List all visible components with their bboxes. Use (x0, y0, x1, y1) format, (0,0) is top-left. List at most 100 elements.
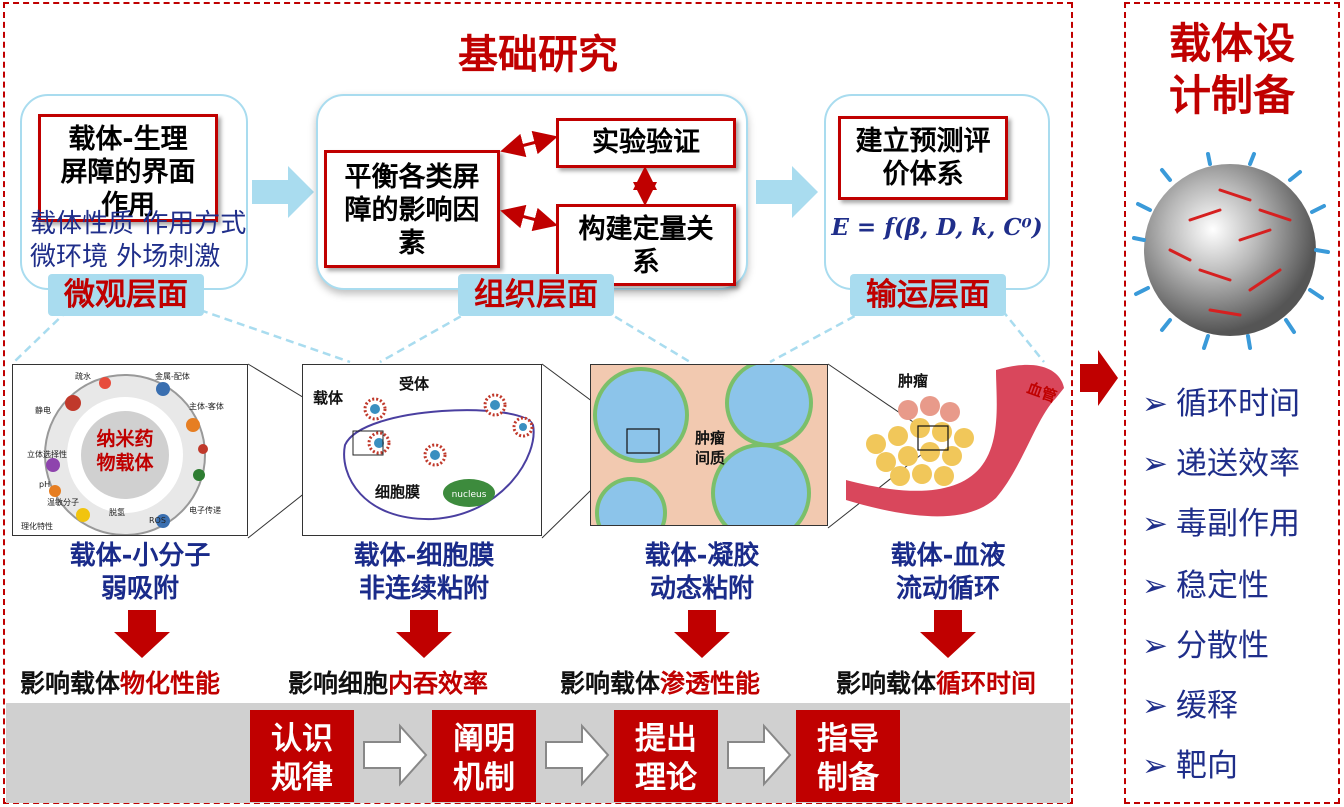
outline-arrow-2 (545, 723, 610, 787)
caption-2-line-2: 非连续粘附 (358, 574, 489, 604)
nanocarrier-interactions-image: 纳米药 物载体 疏水 静电 立体选择性 pH 温敏分子 理化特性 金属-配体 主… (12, 364, 248, 536)
carrier-design-frame (1124, 2, 1340, 804)
prediction-formula: E = f(β, D, k, C⁰) (831, 214, 1043, 241)
caption-4-line-1: 载体-血液 (890, 541, 1006, 571)
tissue-level-pill: 组织层面 (458, 274, 614, 316)
tiny-label-electrostatic: 静电 (35, 405, 51, 415)
tiny-label-physchem: 理化特性 (21, 521, 53, 531)
bullet-targeting: ➢靶向 (1142, 748, 1238, 784)
caption-2-line-1: 载体-细胞膜 (353, 541, 495, 571)
step-1-line-1: 认识 (271, 721, 333, 757)
tiny-label-electron: 电子传递 (189, 505, 221, 515)
light-blue-arrow-1 (252, 166, 314, 218)
carrier-design-title: 载体设 计制备 (1124, 18, 1340, 122)
micro-level-pill: 微观层面 (48, 274, 204, 316)
outline-arrow-3 (727, 723, 792, 787)
micro-factors-line-2: 微环境 外场刺激 (30, 242, 221, 272)
effect-endocytosis: 影响细胞内吞效率 (288, 669, 489, 698)
carrier-particles (363, 393, 534, 467)
effect-permeation: 影响载体渗透性能 (560, 669, 761, 698)
tissue-quant-line-2: 系 (632, 247, 660, 278)
tumor-interstitium-image: 肿瘤 间质 (590, 364, 828, 526)
nanocarrier-illustration: 纳米药 物载体 疏水 静电 立体选择性 pH 温敏分子 理化特性 金属-配体 主… (21, 371, 224, 535)
micro-factors-line-1: 载体性质 作用方式 (30, 209, 247, 239)
tumor-vessel-illustration: 肿瘤 血管 (846, 364, 1064, 517)
tiny-label-ph: pH (39, 480, 50, 489)
red-arrow-to-design (1080, 350, 1118, 406)
step-mechanism: 阐明 机制 (432, 710, 536, 802)
caption-blood: 载体-血液 流动循环 (838, 540, 1058, 606)
step-theory: 提出 理论 (614, 710, 718, 802)
nucleus-label: nucleus (452, 490, 487, 500)
tissue-double-arrows (500, 130, 657, 232)
step-2-line-2: 机制 (453, 760, 515, 796)
receptor-label: 受体 (399, 375, 430, 393)
tumor-vessel-image: 肿瘤 血管 (846, 358, 1066, 538)
transport-box-line-2: 价体系 (882, 159, 964, 190)
nanocarrier-label-line-2: 物载体 (96, 451, 154, 474)
caption-3-line-1: 载体-凝胶 (644, 541, 760, 571)
membrane-label: 细胞膜 (375, 483, 420, 501)
nanoparticle-sphere-image (1132, 152, 1330, 350)
bullet-side-effects: ➢毒副作用 (1142, 506, 1300, 542)
outline-arrow-1 (363, 723, 428, 787)
step-3-line-2: 理论 (635, 760, 697, 796)
down-arrow-1 (114, 610, 170, 658)
micro-factors: 载体性质 作用方式 微环境 外场刺激 (30, 208, 246, 274)
tissue-quant-line-1: 构建定量关 (578, 214, 714, 245)
bullet-delivery-efficiency: ➢递送效率 (1142, 446, 1300, 482)
interstitium-label-line-1: 肿瘤 (695, 429, 725, 447)
caption-cell-membrane: 载体-细胞膜 非连续粘附 (314, 540, 534, 606)
step-understand: 认识 规律 (250, 710, 354, 802)
quantitative-relation-box: 构建定量关 系 (556, 204, 736, 286)
effect-physchem: 影响载体物化性能 (20, 669, 221, 698)
design-title-line-2: 计制备 (1168, 71, 1295, 120)
tumor-label: 肿瘤 (898, 372, 928, 390)
cell-membrane-illustration: nucleus 载体 受体 细胞膜 (313, 375, 535, 521)
bottom-steps-bar (6, 703, 1070, 803)
micro-box-line-2: 屏障的界面 (60, 157, 196, 188)
caption-gel: 载体-凝胶 动态粘附 (592, 540, 812, 606)
nanocarrier-label-line-1: 纳米药 (96, 427, 153, 450)
bullet-sustained-release: ➢缓释 (1142, 688, 1238, 724)
step-3-line-1: 提出 (635, 721, 697, 757)
step-2-line-1: 阐明 (453, 721, 515, 757)
down-arrow-3 (674, 610, 730, 658)
caption-1-line-1: 载体-小分子 (69, 541, 211, 571)
tissue-main-line-2: 障的影响因 (344, 195, 480, 226)
design-title-line-1: 载体设 (1168, 19, 1295, 68)
interstitium-label-line-2: 间质 (695, 449, 725, 467)
carrier-barrier-interface-box: 载体-生理 屏障的界面 作用 (38, 114, 218, 222)
tiny-label-dehydro: 脱氢 (109, 507, 125, 517)
tiny-label-host-guest: 主体-客体 (189, 401, 224, 411)
main-title: 基础研究 (458, 32, 618, 78)
micro-box-line-3: 作用 (101, 190, 155, 221)
bullet-dispersibility: ➢分散性 (1142, 628, 1269, 664)
balance-barrier-factors-box: 平衡各类屏 障的影响因 素 (324, 150, 500, 268)
step-guide-preparation: 指导 制备 (796, 710, 900, 802)
dashed-connectors (13, 308, 1045, 364)
caption-1-line-2: 弱吸附 (100, 574, 179, 604)
tissue-main-line-1: 平衡各类屏 (344, 162, 480, 193)
bullet-stability: ➢稳定性 (1142, 568, 1269, 604)
basic-research-frame (3, 2, 1073, 804)
tumor-interstitium-illustration: 肿瘤 间质 (593, 365, 813, 525)
carrier-label: 载体 (313, 389, 344, 407)
bullet-circulation-time: ➢循环时间 (1142, 386, 1300, 422)
micro-box-line-1: 载体-生理 (68, 124, 188, 155)
tissue-main-line-3: 素 (398, 228, 426, 259)
cell-membrane-image: nucleus 载体 受体 细胞膜 (302, 364, 542, 536)
down-arrow-4 (920, 610, 976, 658)
step-4-line-1: 指导 (817, 721, 879, 757)
step-1-line-2: 规律 (271, 760, 333, 796)
caption-4-line-2: 流动循环 (895, 574, 1000, 604)
prediction-evaluation-box: 建立预测评 价体系 (838, 116, 1008, 200)
tiny-label-thermo: 温敏分子 (47, 497, 79, 507)
transport-box-line-1: 建立预测评 (855, 126, 991, 157)
tiny-label-metal-ligand: 金属-配体 (155, 371, 190, 381)
tiny-label-hydrophobic: 疏水 (75, 371, 91, 381)
tiny-label-ros: ROS (149, 516, 166, 525)
down-arrow-2 (396, 610, 452, 658)
step-4-line-2: 制备 (817, 760, 879, 796)
tiny-label-stereo: 立体选择性 (27, 449, 67, 459)
